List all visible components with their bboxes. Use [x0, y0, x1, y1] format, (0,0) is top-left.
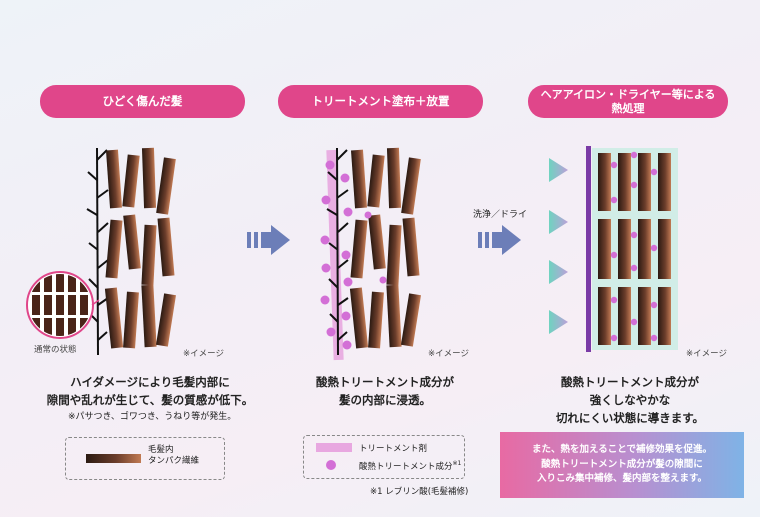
step1-description: ハイダメージにより毛髪内部に 隙間や乱れが生じて、髪の質感が低下。	[46, 375, 254, 407]
step1-image-note: ※イメージ	[183, 349, 224, 359]
step3-title: ヘアアイロン・ドライヤー等による 熱処理	[528, 85, 728, 118]
step1-title: ひどく傷んだ髪	[40, 85, 245, 118]
step2-description: 酸熱トリートメント成分が 髪の内部に浸透。	[316, 375, 454, 407]
fiber-legend-label: 毛髪内 タンパク繊維	[148, 445, 200, 467]
step2-components	[320, 160, 387, 350]
repaired-hair	[586, 146, 678, 352]
step3-image-note: ※イメージ	[686, 349, 727, 359]
component-legend-sup: ※1	[452, 460, 462, 468]
arrow2-label: 洗浄／ドライ	[473, 210, 528, 220]
legend-treatment-box: トリートメント剤 酸熱トリートメント成分※1	[303, 435, 465, 479]
step2-image-note: ※イメージ	[428, 349, 469, 359]
heat-triangles	[549, 158, 568, 334]
damaged-fibers	[104, 147, 176, 349]
component-dot-icon	[326, 460, 336, 470]
callout-box: また、熱を加えることで補修効果を促進。 酸熱トリートメント成分が髪の隙間に 入り…	[500, 432, 744, 498]
footnote: ※1 レブリン酸(毛髪補修)	[370, 487, 469, 497]
step1-subnote: ※パサつき、ゴワつき、うねり等が発生。	[68, 412, 237, 422]
damaged-cuticle	[86, 147, 109, 356]
step2-fibers	[349, 147, 421, 349]
step2-cuticle	[326, 147, 349, 356]
arrow-2	[478, 225, 521, 255]
component-legend-label: 酸熱トリートメント成分	[359, 462, 453, 472]
arrow-1	[247, 225, 290, 255]
normal-state-inset	[26, 271, 100, 339]
inset-label: 通常の状態	[34, 345, 77, 355]
step3-description: 酸熱トリートメント成分が 強くしなやかな 切れにくい状態に導きます。	[555, 375, 705, 425]
treatment-swatch	[316, 443, 352, 452]
step2-title: トリートメント塗布＋放置	[278, 85, 483, 118]
legend-fiber-box: 毛髪内 タンパク繊維	[65, 437, 225, 480]
treatment-layer	[326, 149, 344, 361]
component-legend: 酸熱トリートメント成分※1	[359, 460, 461, 472]
fiber-swatch	[86, 454, 141, 463]
callout-text: また、熱を加えることで補修効果を促進。 酸熱トリートメント成分が髪の隙間に 入り…	[532, 443, 712, 485]
treatment-legend-label: トリートメント剤	[359, 444, 428, 454]
